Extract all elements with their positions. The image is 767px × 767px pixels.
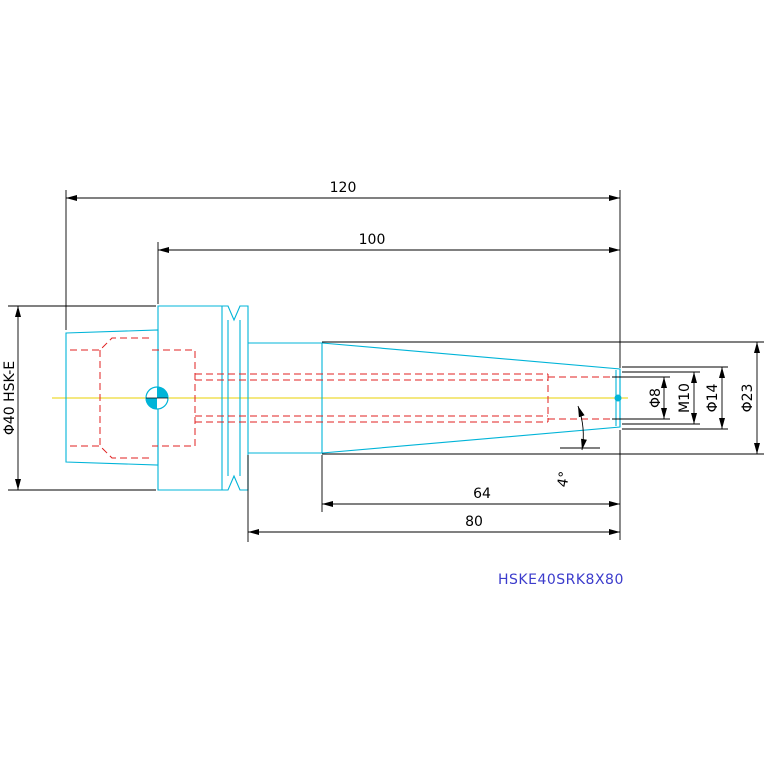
label-taper-diameter: Φ23 [740,384,756,413]
dim-shank-length: 80 [247,455,620,542]
part-code-label: HSKE40SRK8X80 [498,572,624,588]
tip-point-icon [614,394,622,402]
label-80: 80 [465,514,483,530]
part-outline [65,305,621,491]
hidden-lines [70,337,612,459]
dim-hsk-diameter: Φ40 HSK-E [2,305,156,491]
dim-taper-angle: 4° [555,405,600,489]
label-100: 100 [359,232,386,248]
center-of-gravity-icon [145,386,169,410]
dim-gauge-length: 100 [157,232,620,304]
label-nose: Φ14 [705,383,721,412]
label-bore: Φ8 [648,388,664,408]
dim-taper-diameter: Φ23 [322,341,764,455]
label-angle: 4° [555,470,574,488]
label-hsk: Φ40 HSK-E [2,361,18,435]
dim-overall-length: 120 [65,180,621,368]
label-thread: M10 [677,383,693,413]
dim-bore-diameter: Φ8 [612,376,670,420]
label-120: 120 [330,180,357,196]
dim-nose-diameter: Φ14 [622,366,728,430]
dim-thread: M10 [622,371,700,425]
label-64: 64 [473,486,491,502]
dim-taper-length: 64 [321,430,621,540]
